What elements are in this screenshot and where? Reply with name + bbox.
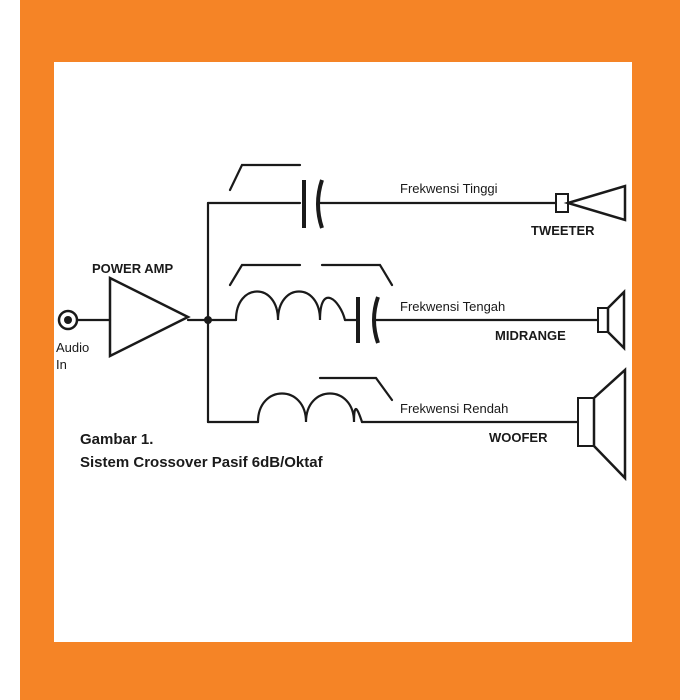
tweeter-speaker-icon [555, 184, 627, 222]
power-amp-label: POWER AMP [92, 261, 173, 276]
midrange-label: MIDRANGE [495, 328, 566, 343]
mid-frequency-label: Frekwensi Tengah [400, 299, 505, 314]
low-frequency-label: Frekwensi Rendah [400, 401, 508, 416]
diagram-panel [54, 62, 632, 642]
woofer-speaker-icon [577, 367, 627, 482]
inductor-coil [234, 290, 347, 322]
tweeter-label: TWEETER [531, 223, 595, 238]
audio-label: Audio [56, 340, 89, 355]
midrange-speaker-icon [597, 288, 626, 352]
caption-line-1: Gambar 1. [80, 431, 153, 448]
woofer-label: WOOFER [489, 430, 548, 445]
power-amp-triangle [108, 275, 238, 359]
audio-input-jack [57, 309, 112, 331]
mid-branch [228, 263, 600, 344]
caption-line-2: Sistem Crossover Pasif 6dB/Oktaf [80, 454, 324, 471]
high-branch [206, 163, 558, 229]
inductor-coil [256, 392, 364, 424]
high-frequency-label: Frekwensi Tinggi [400, 181, 498, 196]
low-branch [206, 376, 580, 424]
in-label: In [56, 357, 67, 372]
